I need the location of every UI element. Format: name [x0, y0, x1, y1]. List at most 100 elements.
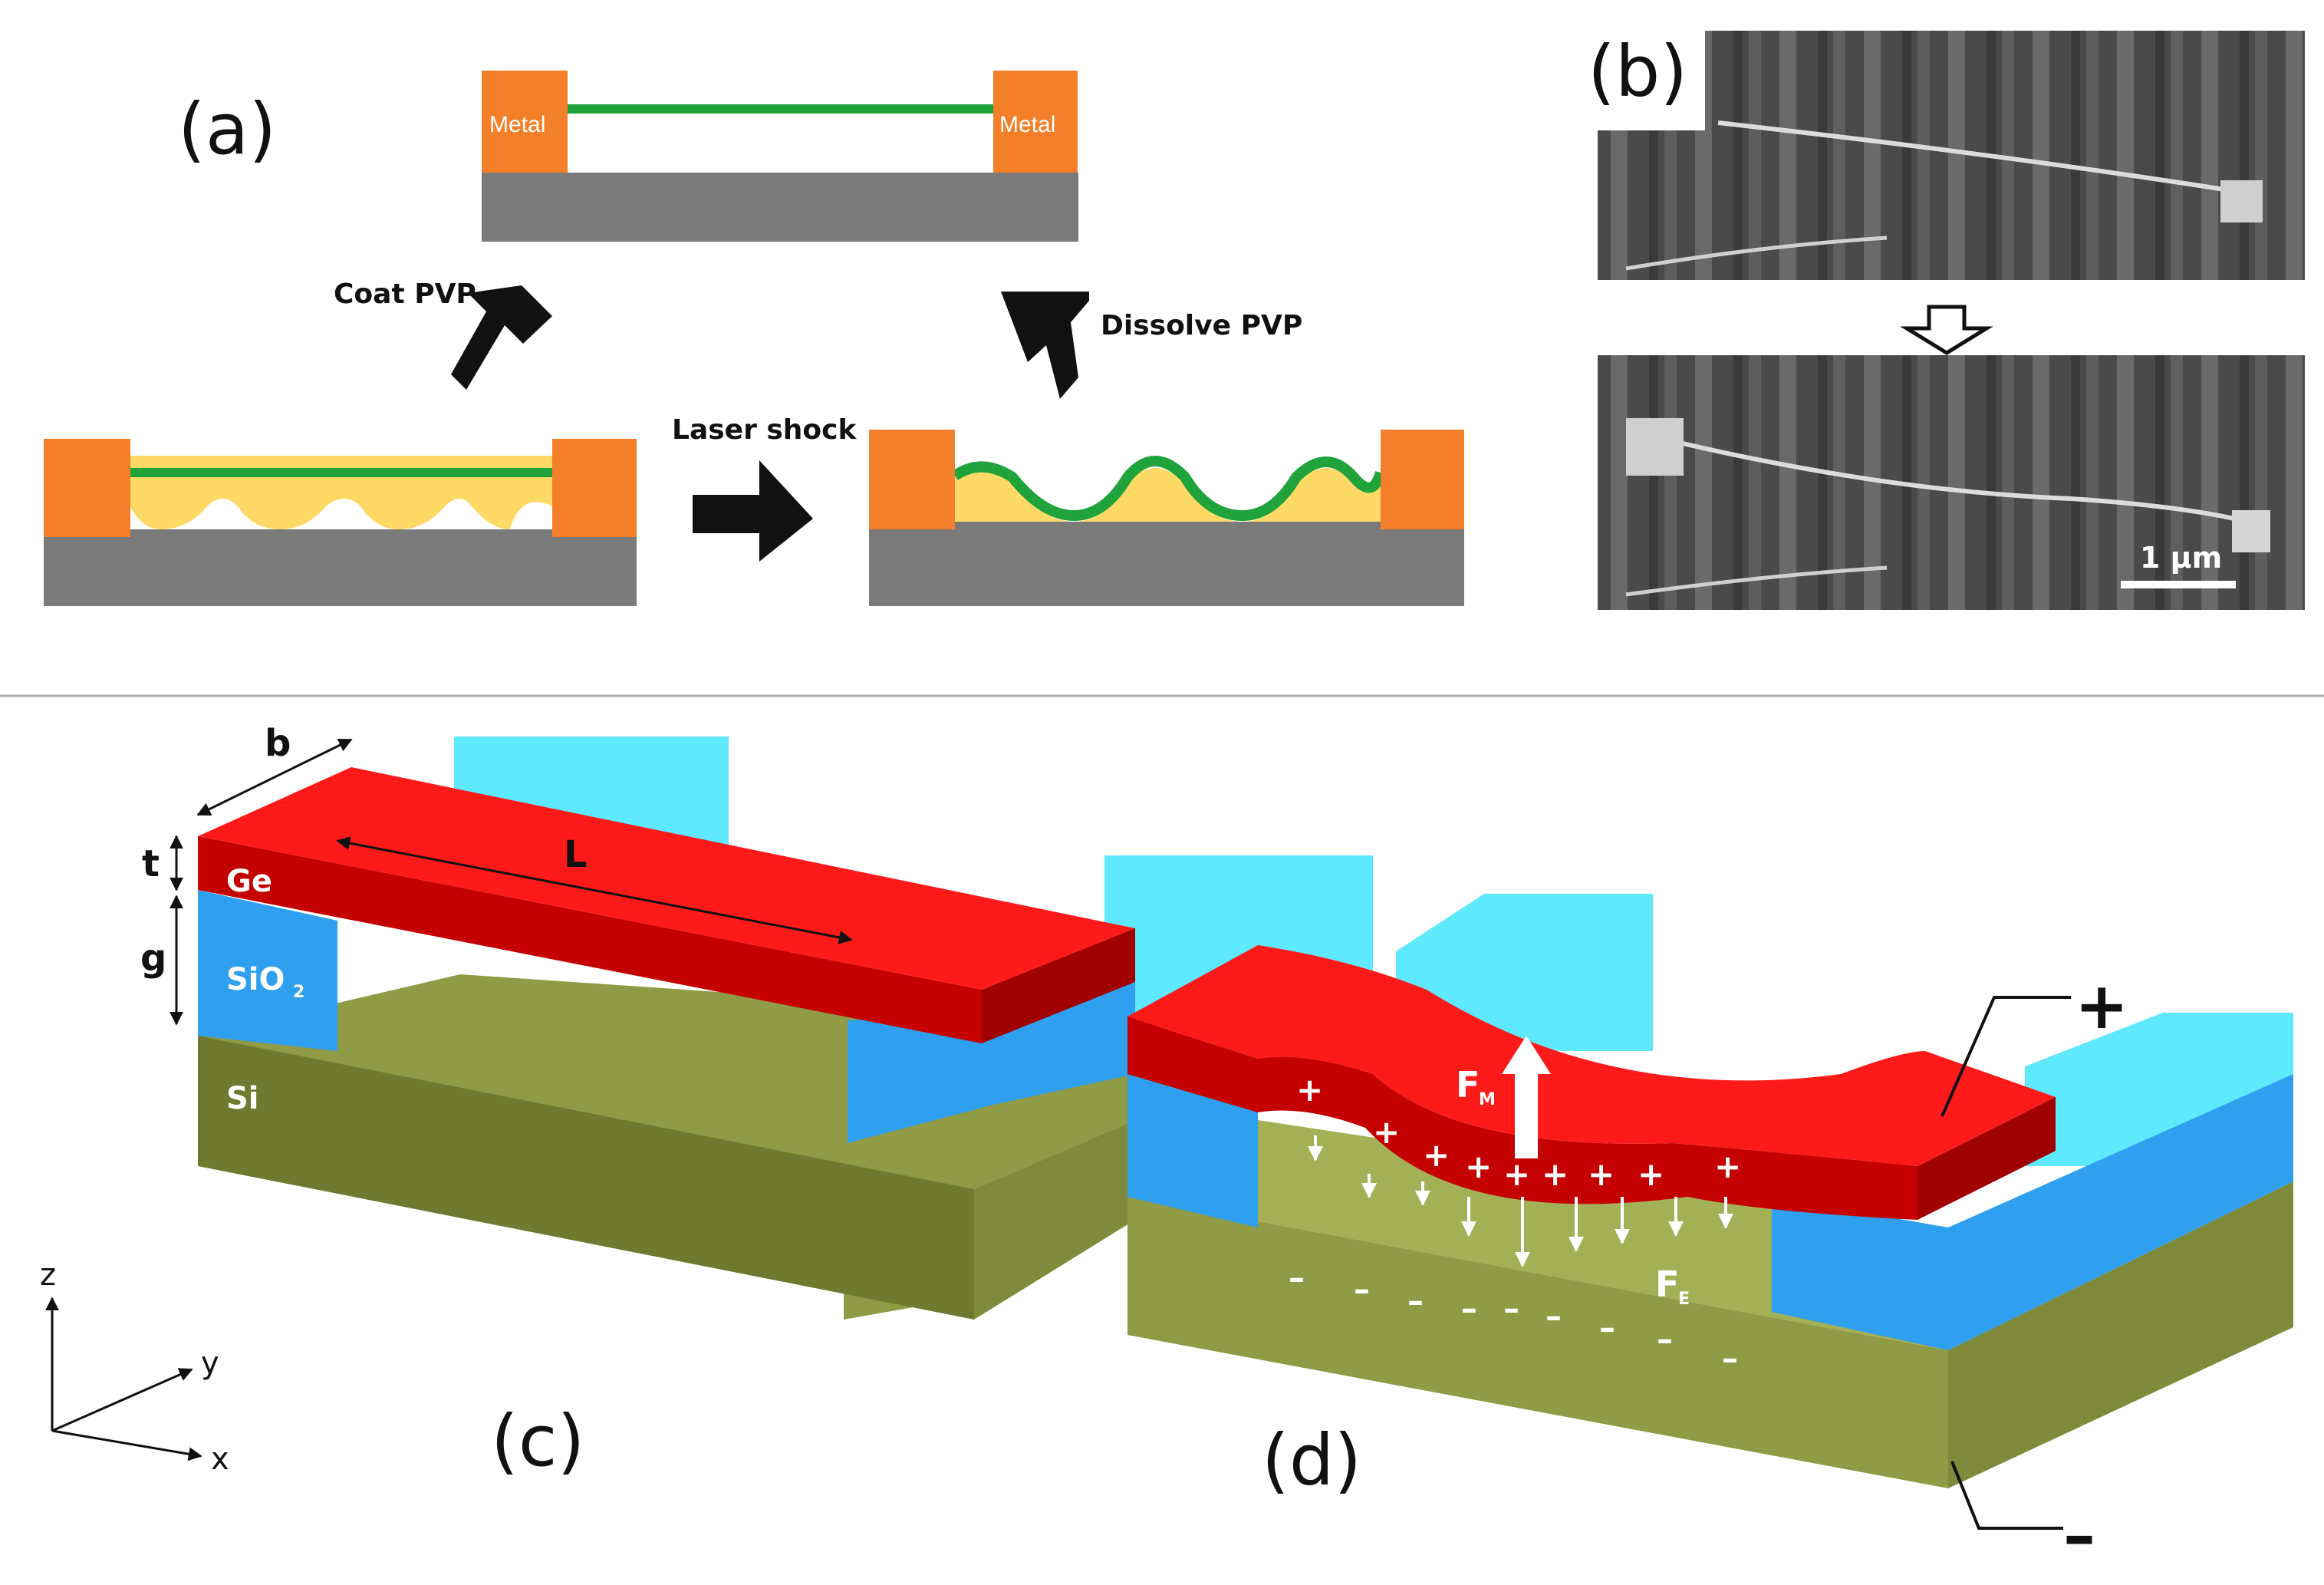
x-axis-label: x — [211, 1442, 229, 1477]
z-axis-label: z — [40, 1257, 56, 1293]
layer-ge-label: Ge — [226, 864, 272, 899]
pvp-remaining — [955, 468, 1381, 522]
negative-terminal-label: – — [2063, 1498, 2095, 1573]
negative-lead — [1950, 1461, 2063, 1530]
panel-d-label: (d) — [1262, 1419, 1361, 1501]
ge-beam-bent-side — [1917, 1097, 2056, 1220]
dim-L-line — [336, 836, 853, 944]
sio2-block-right — [1772, 1074, 2293, 1350]
force-magnetic-arrow — [1502, 1036, 1551, 1158]
arrow-laser — [693, 460, 813, 562]
si-substrate — [1127, 1197, 1948, 1488]
charge-plus: + — [1638, 1155, 1664, 1193]
device-buckled — [869, 430, 1464, 606]
ge-beam-bent-front — [1127, 1017, 1917, 1220]
step-laser-label: Laser shock — [672, 414, 857, 446]
force-electric-subscript: E — [1678, 1290, 1690, 1309]
charge-plus: + — [1423, 1136, 1450, 1174]
panel-b: (b) 1 μm — [1588, 23, 2305, 610]
trench-profile — [568, 115, 993, 173]
nanowire — [568, 104, 993, 114]
panel-c: b t g L Ge SiO 2 Si (c) — [140, 722, 1373, 1482]
force-electric-label: F — [1655, 1264, 1679, 1305]
y-axis-label: y — [201, 1346, 219, 1381]
panel-a: (a) Metal Metal Coat PVP — [44, 71, 1464, 606]
metal-pad-right — [1381, 430, 1464, 529]
charge-plus: + — [1714, 1148, 1741, 1185]
positive-terminal-label: + — [2075, 968, 2128, 1043]
buckled-nanowire — [952, 456, 1386, 522]
charge-plus: + — [1465, 1148, 1492, 1185]
ge-beam-bent-top — [1127, 945, 2056, 1166]
dim-b-line — [196, 738, 353, 816]
charge-minus: – — [1657, 1320, 1673, 1358]
dim-t: t — [142, 842, 160, 885]
metal-pad-left — [482, 71, 568, 173]
panel-d: F M + + + + + + + + + F E — [1127, 894, 2293, 1573]
nanowire — [130, 468, 552, 477]
layer-si-label: Si — [226, 1081, 259, 1116]
panel-b-label: (b) — [1588, 31, 1687, 113]
charge-minus: – — [1407, 1282, 1424, 1320]
arrow-coat — [451, 285, 552, 390]
charge-minus: – — [1599, 1309, 1615, 1346]
metal-pad-right — [993, 71, 1078, 173]
charge-plus: + — [1373, 1113, 1400, 1151]
device-coated — [44, 439, 637, 606]
y-axis — [51, 1368, 193, 1432]
electric-field-arrows — [1308, 1135, 1733, 1267]
substrate — [869, 522, 1464, 606]
charge-minus: – — [1722, 1340, 1738, 1377]
force-magnetic-subscript: M — [1479, 1090, 1496, 1109]
step-dissolve-label: Dissolve PVP — [1101, 310, 1302, 341]
charge-plus: + — [1588, 1155, 1615, 1193]
sem-nanowire-buckled — [1656, 435, 2248, 524]
sem-nanowire — [1717, 120, 2240, 194]
dim-g: g — [140, 937, 166, 980]
metal-pad-left — [44, 439, 130, 537]
charge-minus: – — [1461, 1290, 1477, 1327]
arrow-dissolve — [1001, 292, 1089, 399]
step-coat-label: Coat PVP — [334, 278, 476, 310]
charge-minus: – — [1354, 1270, 1370, 1308]
layer-sio2-subscript: 2 — [293, 983, 304, 1002]
scale-bar-label: 1 μm — [2140, 541, 2222, 575]
charge-plus: + — [1503, 1155, 1530, 1193]
axes-indicator: z y x — [40, 1257, 229, 1477]
sio2-block-left — [198, 890, 337, 1051]
charge-plus: + — [1542, 1155, 1569, 1193]
negative-charges: – – – – – – – – – — [1289, 1259, 1738, 1377]
metal-pad-right — [552, 439, 637, 537]
charge-minus: – — [1503, 1290, 1519, 1327]
metal-label-right: Metal — [999, 112, 1055, 137]
charge-plus: + — [1296, 1071, 1323, 1109]
charge-minus: – — [1289, 1259, 1305, 1297]
panel-a-label: (a) — [178, 88, 276, 170]
x-axis — [51, 1429, 202, 1461]
ge-beam-side — [982, 928, 1135, 1043]
transition-arrow — [1900, 305, 1993, 355]
panel-c-label: (c) — [491, 1400, 584, 1482]
device-suspended: Metal Metal — [482, 71, 1078, 242]
positive-charges: + + + + + + + + + — [1296, 1071, 1741, 1193]
substrate — [44, 529, 637, 606]
si-substrate — [198, 1036, 974, 1320]
sem-image-before — [1598, 31, 2305, 280]
step-coat: Coat PVP — [334, 278, 552, 390]
dim-b: b — [265, 722, 291, 765]
sio2-block-left — [1127, 1074, 1258, 1227]
dim-L: L — [564, 833, 588, 876]
layer-sio2-label: SiO — [226, 962, 285, 997]
substrate — [482, 173, 1078, 242]
metal-pad-left — [869, 430, 955, 529]
force-magnetic-label: F — [1456, 1064, 1480, 1106]
charge-minus: – — [1545, 1297, 1562, 1335]
metal-label-left: Metal — [489, 112, 545, 137]
pvp-coating — [130, 483, 552, 529]
step-laser: Laser shock — [672, 414, 857, 562]
positive-lead — [1941, 996, 2071, 1117]
sio2-block-right — [848, 974, 1135, 1143]
scale-bar — [2121, 581, 2236, 588]
step-dissolve: Dissolve PVP — [1001, 292, 1302, 399]
